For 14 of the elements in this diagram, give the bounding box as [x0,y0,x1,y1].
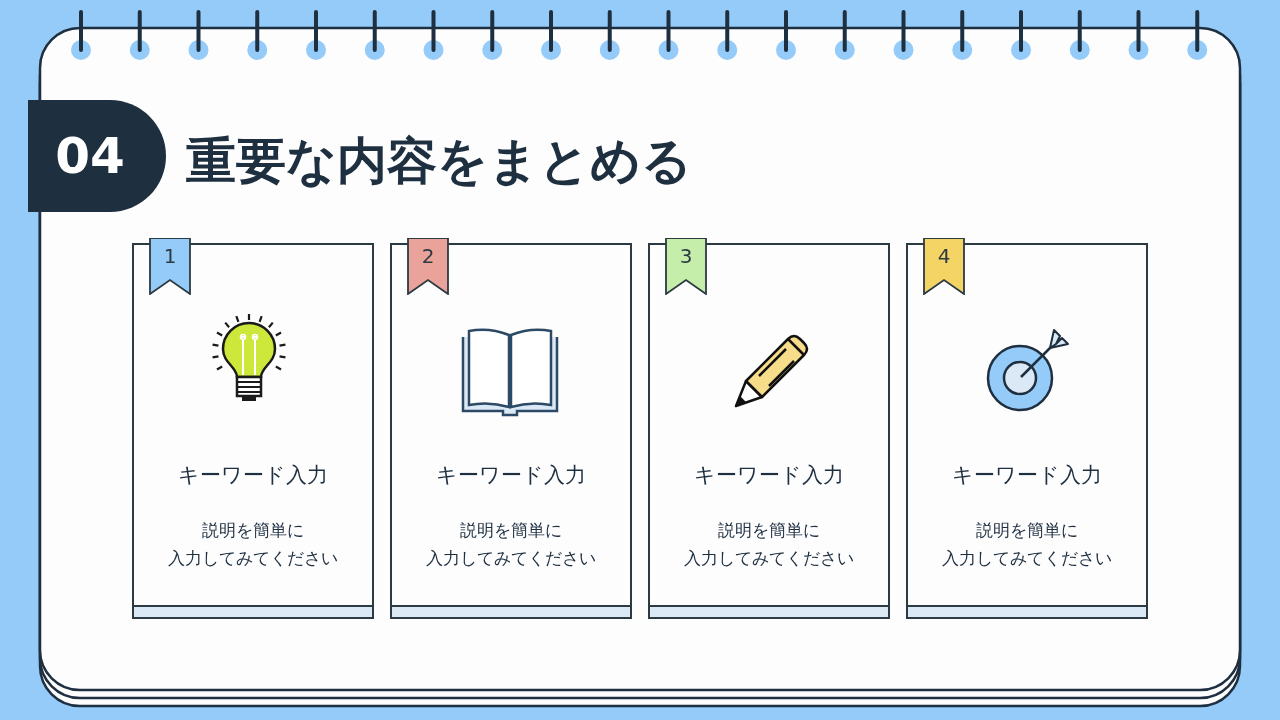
number-ribbon: 3 [665,238,707,295]
description-text: 説明を簡単に入力してみてください [425,520,597,570]
keyword-heading: キーワード入力 [693,462,845,489]
description-text: 説明を簡単に入力してみてください [941,520,1113,570]
number-ribbon: 4 [923,238,965,295]
keyword-heading: キーワード入力 [951,462,1103,489]
section-number: 04 [28,100,166,212]
slide-title: 重要な内容をまとめる [186,131,692,192]
description-text: 説明を簡単に入力してみてください [683,520,855,570]
number-ribbon: 1 [149,238,191,295]
number-ribbon: 2 [407,238,449,295]
description-text: 説明を簡単に入力してみてください [167,520,339,570]
keyword-heading: キーワード入力 [177,462,329,489]
keyword-heading: キーワード入力 [435,462,587,489]
